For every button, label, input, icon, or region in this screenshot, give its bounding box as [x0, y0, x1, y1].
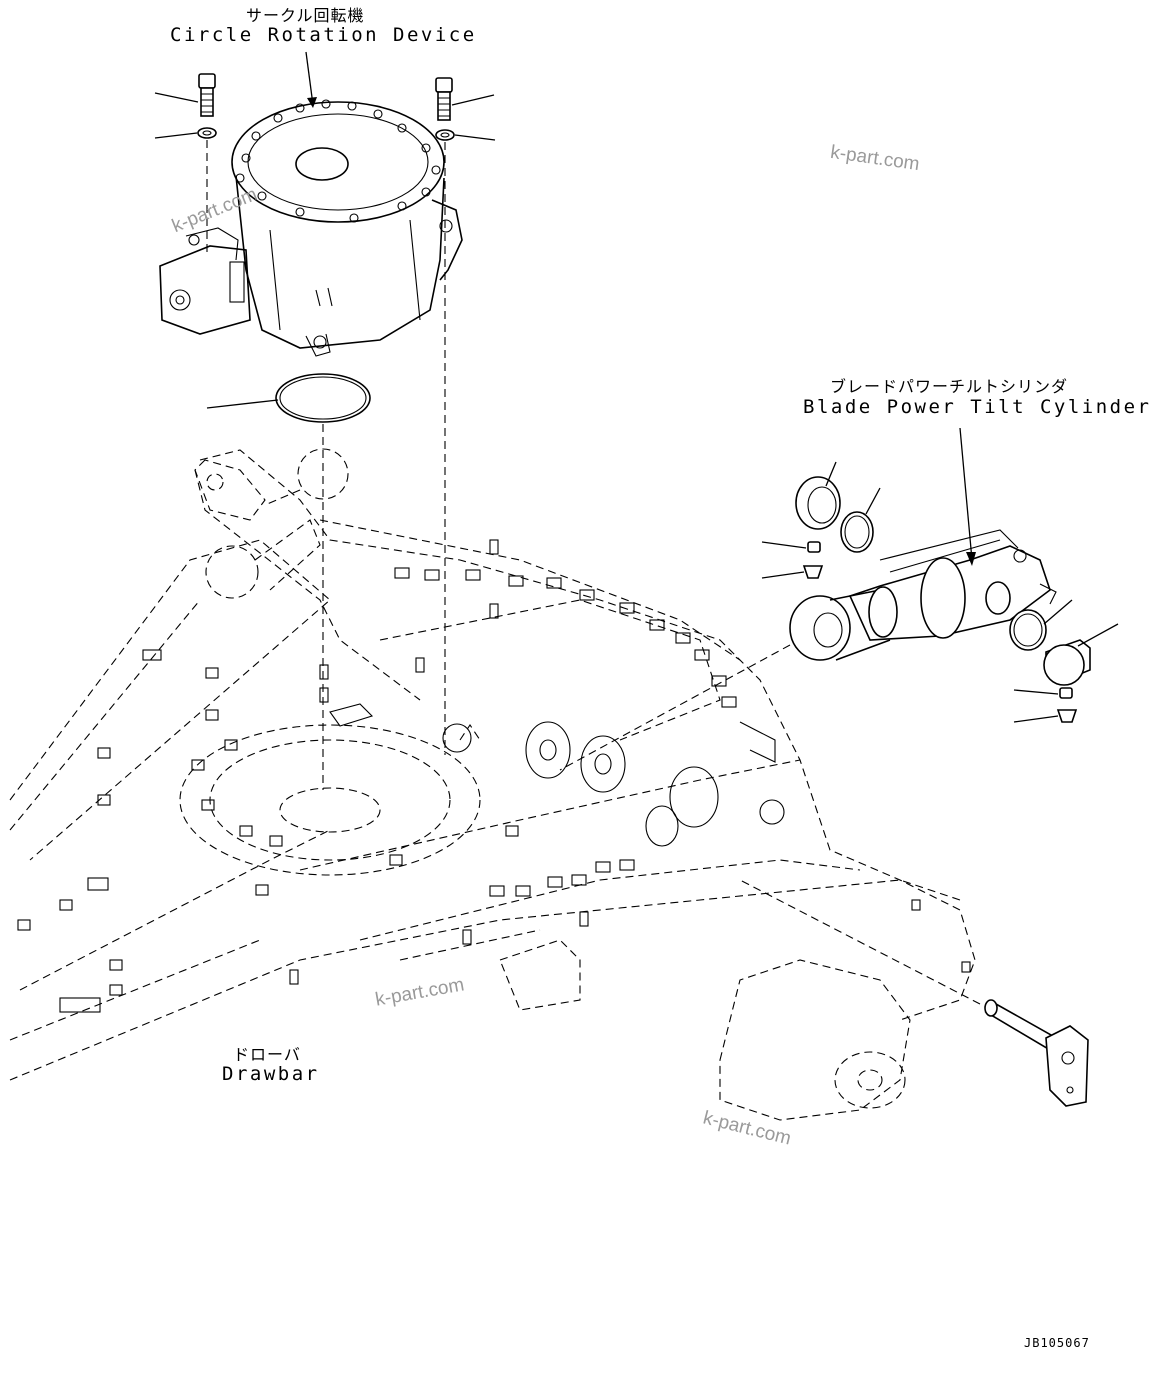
- blade-power-tilt-cylinder: [559, 476, 1091, 771]
- o-ring: [275, 373, 371, 790]
- blade-power-tilt-cylinder-label-jp: ブレードパワーチルトシリンダ: [830, 377, 1069, 396]
- drawbar-label-jp: ドローバ: [233, 1045, 301, 1064]
- circle-rotation-device-label-jp: サークル回転機: [246, 6, 365, 25]
- rear-pin: [739, 879, 1089, 1107]
- blade-power-tilt-cylinder-label-en: Blade Power Tilt Cylinder: [803, 396, 1152, 418]
- drawbar-label-en: Drawbar: [222, 1063, 320, 1085]
- drawbar-assembly: [9, 448, 976, 1121]
- mounting-bolt-right: [435, 77, 455, 755]
- leader-lines: [154, 51, 1119, 723]
- circle-rotation-device-label-en: Circle Rotation Device: [170, 24, 477, 46]
- drawing-code: JB105067: [1024, 1336, 1090, 1350]
- circle-rotation-device: [159, 99, 463, 357]
- mounting-bolt-left: [197, 73, 217, 255]
